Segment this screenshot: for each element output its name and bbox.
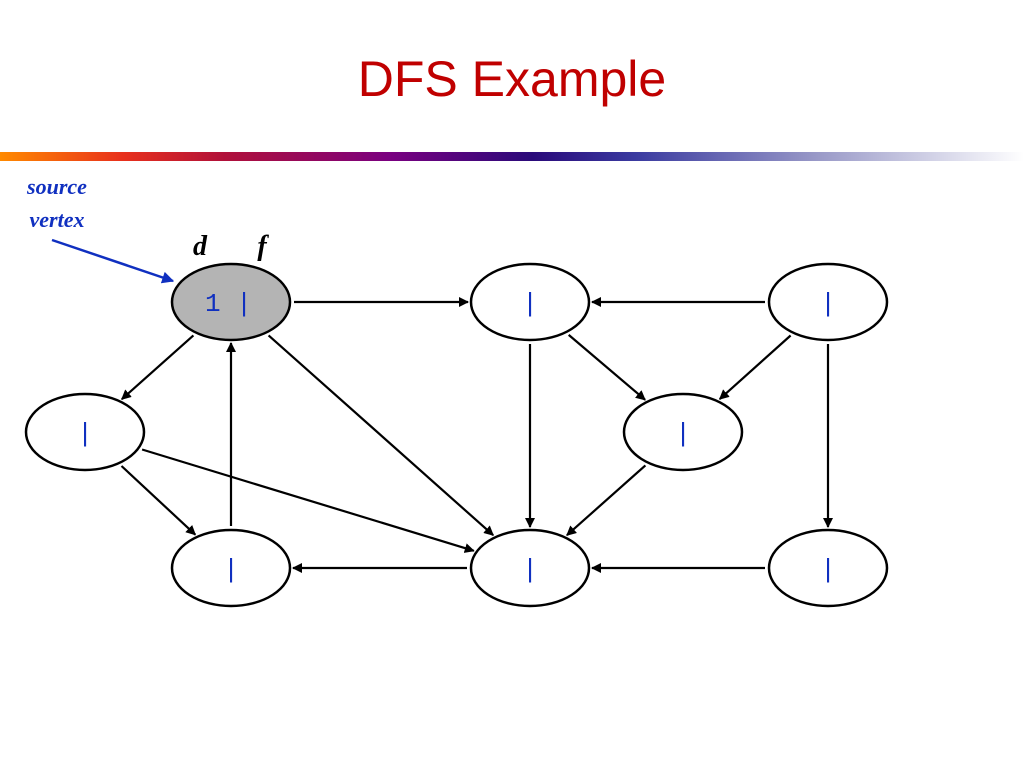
graph-node-a: 1 |	[170, 262, 292, 342]
edge-d-g	[141, 448, 475, 553]
node-ellipse-e	[622, 392, 744, 472]
title-gradient-rule	[0, 152, 1024, 161]
node-label-b: |	[522, 289, 538, 319]
graph-node-g: |	[469, 528, 591, 608]
node-label-h: |	[820, 555, 836, 585]
node-label-f: |	[223, 555, 239, 585]
node-ellipse-a	[170, 262, 292, 342]
node-ellipse-b	[469, 262, 591, 342]
discovery-time-label: d	[193, 231, 208, 262]
node-label-d: |	[77, 419, 93, 449]
node-ellipse-g	[469, 528, 591, 608]
node-ellipse-d	[24, 392, 146, 472]
node-ellipse-h	[767, 528, 889, 608]
node-label-c: |	[820, 289, 836, 319]
graph-node-e: |	[622, 392, 744, 472]
edge-d-f	[120, 465, 197, 536]
node-label-g: |	[522, 555, 538, 585]
graph-node-b: |	[469, 262, 591, 342]
node-ellipse-c	[767, 262, 889, 342]
graph-node-f: |	[170, 528, 292, 608]
finish-time-label: f	[257, 231, 269, 262]
node-ellipse-f	[170, 528, 292, 608]
edge-c-e	[718, 334, 792, 400]
edge-e-g	[566, 464, 647, 537]
source-pointer-arrow	[51, 238, 175, 284]
edge-a-g	[267, 334, 494, 537]
nodes-layer: 1 | | | | | | | |	[24, 262, 889, 608]
source-annotation-line1: source	[26, 174, 87, 199]
node-label-e: |	[675, 419, 691, 449]
edge-b-e	[567, 334, 646, 401]
source-annotation-line2: vertex	[30, 207, 85, 232]
graph-node-d: |	[24, 392, 146, 472]
graph-node-h: |	[767, 528, 889, 608]
node-label-a: 1 |	[205, 289, 252, 319]
graph-node-c: |	[767, 262, 889, 342]
slide-title: DFS Example	[357, 51, 667, 107]
edges-layer	[120, 297, 833, 573]
edge-a-d	[121, 334, 195, 401]
